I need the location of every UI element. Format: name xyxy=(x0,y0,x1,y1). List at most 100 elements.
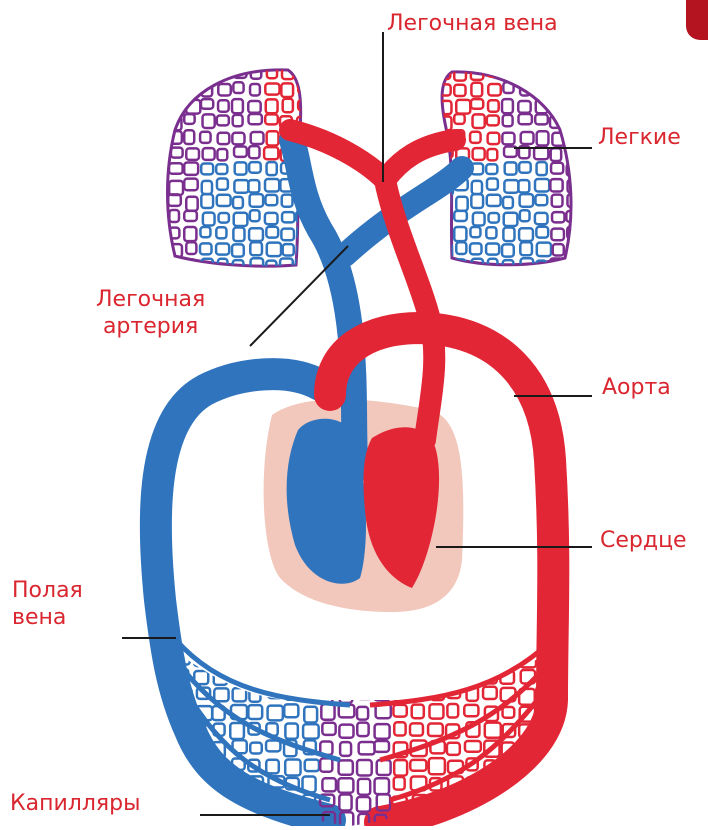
capillary-cell xyxy=(304,707,317,723)
capillary-cell xyxy=(552,67,564,79)
label-aorta: Аорта xyxy=(602,374,671,401)
capillary-cell xyxy=(266,760,279,774)
capillary-cell xyxy=(375,651,387,667)
capillary-cell xyxy=(338,652,352,665)
capillary-cell xyxy=(503,653,515,668)
capillary-cell xyxy=(485,814,501,826)
capillary-cell xyxy=(429,669,444,683)
capillary-cell xyxy=(233,688,247,701)
capillary-cell xyxy=(269,653,281,664)
capillary-cell xyxy=(217,67,230,77)
capillary-cell xyxy=(412,705,424,719)
capillary-cell xyxy=(485,723,501,738)
capillary-cell xyxy=(287,651,298,664)
capillary-cell xyxy=(464,705,478,716)
capillary-cell xyxy=(359,742,375,754)
capillary-cell xyxy=(305,760,319,772)
capillary-cell xyxy=(184,69,196,81)
capillary-cell xyxy=(338,778,353,793)
capillary-cell xyxy=(500,815,515,826)
capillary-cell xyxy=(429,704,443,718)
capillary-cell xyxy=(320,758,332,771)
capillary-cell xyxy=(557,740,568,755)
capillary-cell xyxy=(284,704,298,717)
capillary-cell xyxy=(339,795,351,811)
capillary-cell xyxy=(520,777,536,790)
capillary-cell xyxy=(194,794,210,806)
capillary-cell xyxy=(411,671,424,686)
capillary-cell xyxy=(356,668,371,680)
capillary-cell xyxy=(176,796,191,812)
capillary-cell xyxy=(184,85,195,96)
capillary-cell xyxy=(201,68,213,80)
capillary-cell xyxy=(179,815,194,826)
label-pulmonary-artery-line1: Легочная xyxy=(96,286,205,313)
capillary-cell xyxy=(568,147,579,161)
capillary-cell xyxy=(394,652,408,665)
capillary-cell xyxy=(394,777,405,790)
pulmonary-vein xyxy=(290,130,455,180)
capillary-cell xyxy=(393,688,406,700)
capillary-cell xyxy=(357,723,368,736)
capillary-cell xyxy=(170,260,180,273)
capillary-cell xyxy=(440,260,450,273)
capillary-cell xyxy=(305,668,319,683)
capillary-cell xyxy=(339,725,353,738)
capillary-cell xyxy=(340,742,351,756)
capillary-cell xyxy=(297,244,311,256)
capillary-cell xyxy=(465,651,478,666)
capillary-cell xyxy=(268,706,283,721)
capillary-cell xyxy=(439,210,449,222)
label-vena-cava-line1: Полая xyxy=(12,577,83,604)
capillary-cell xyxy=(553,99,563,112)
capillary-cell xyxy=(339,669,350,682)
capillary-cell xyxy=(374,741,389,752)
capillary-cell xyxy=(248,705,262,719)
label-pulmonary-artery: Легочная артерия xyxy=(96,286,205,340)
capillary-cell xyxy=(537,777,551,789)
label-vena-cava-line2: вена xyxy=(12,604,83,631)
capillary-cell xyxy=(248,814,264,826)
capillary-cell xyxy=(538,814,550,826)
capillary-cell xyxy=(285,760,300,776)
capillary-cell xyxy=(567,117,579,130)
capillary-cell xyxy=(447,651,463,664)
capillary-cell xyxy=(568,82,579,93)
capillary-cell xyxy=(430,652,441,665)
capillary-cell xyxy=(536,796,551,810)
capillary-cell xyxy=(518,796,532,812)
capillary-cell xyxy=(551,83,563,97)
capillary-cell xyxy=(284,668,296,679)
capillary-cell xyxy=(375,668,389,679)
capillary-cell xyxy=(567,244,581,256)
capillary-cell xyxy=(357,687,372,699)
capillary-cell xyxy=(535,83,549,94)
capillary-cell xyxy=(171,101,182,114)
capillary-cell xyxy=(297,67,307,81)
capillary-cell xyxy=(483,687,497,699)
capillary-cell xyxy=(484,650,496,662)
label-heart: Сердце xyxy=(600,527,687,554)
capillary-cell xyxy=(556,813,569,826)
capillary-cell xyxy=(429,758,445,774)
capillary-cell xyxy=(439,228,449,239)
capillary-cell xyxy=(250,651,264,663)
capillary-cell xyxy=(168,84,180,95)
capillary-branch xyxy=(176,640,350,705)
label-pulmonary-artery-line2: артерия xyxy=(96,313,205,340)
capillary-cell xyxy=(502,795,515,809)
capillary-cell xyxy=(503,707,515,718)
capillary-cell xyxy=(340,687,352,703)
capillary-cell xyxy=(411,650,423,662)
capillary-cell xyxy=(446,668,457,684)
capillary-cell xyxy=(555,779,568,792)
capillary-cell xyxy=(394,760,407,776)
capillary-cell xyxy=(213,814,229,826)
label-capillaries: Капилляры xyxy=(10,790,140,817)
capillary-cell xyxy=(465,814,479,826)
capillary-cell xyxy=(321,669,334,680)
capillary-cell xyxy=(178,777,192,791)
capillary-cell xyxy=(358,779,370,795)
capillary-cell xyxy=(394,722,405,735)
capillary-cell xyxy=(230,723,244,739)
